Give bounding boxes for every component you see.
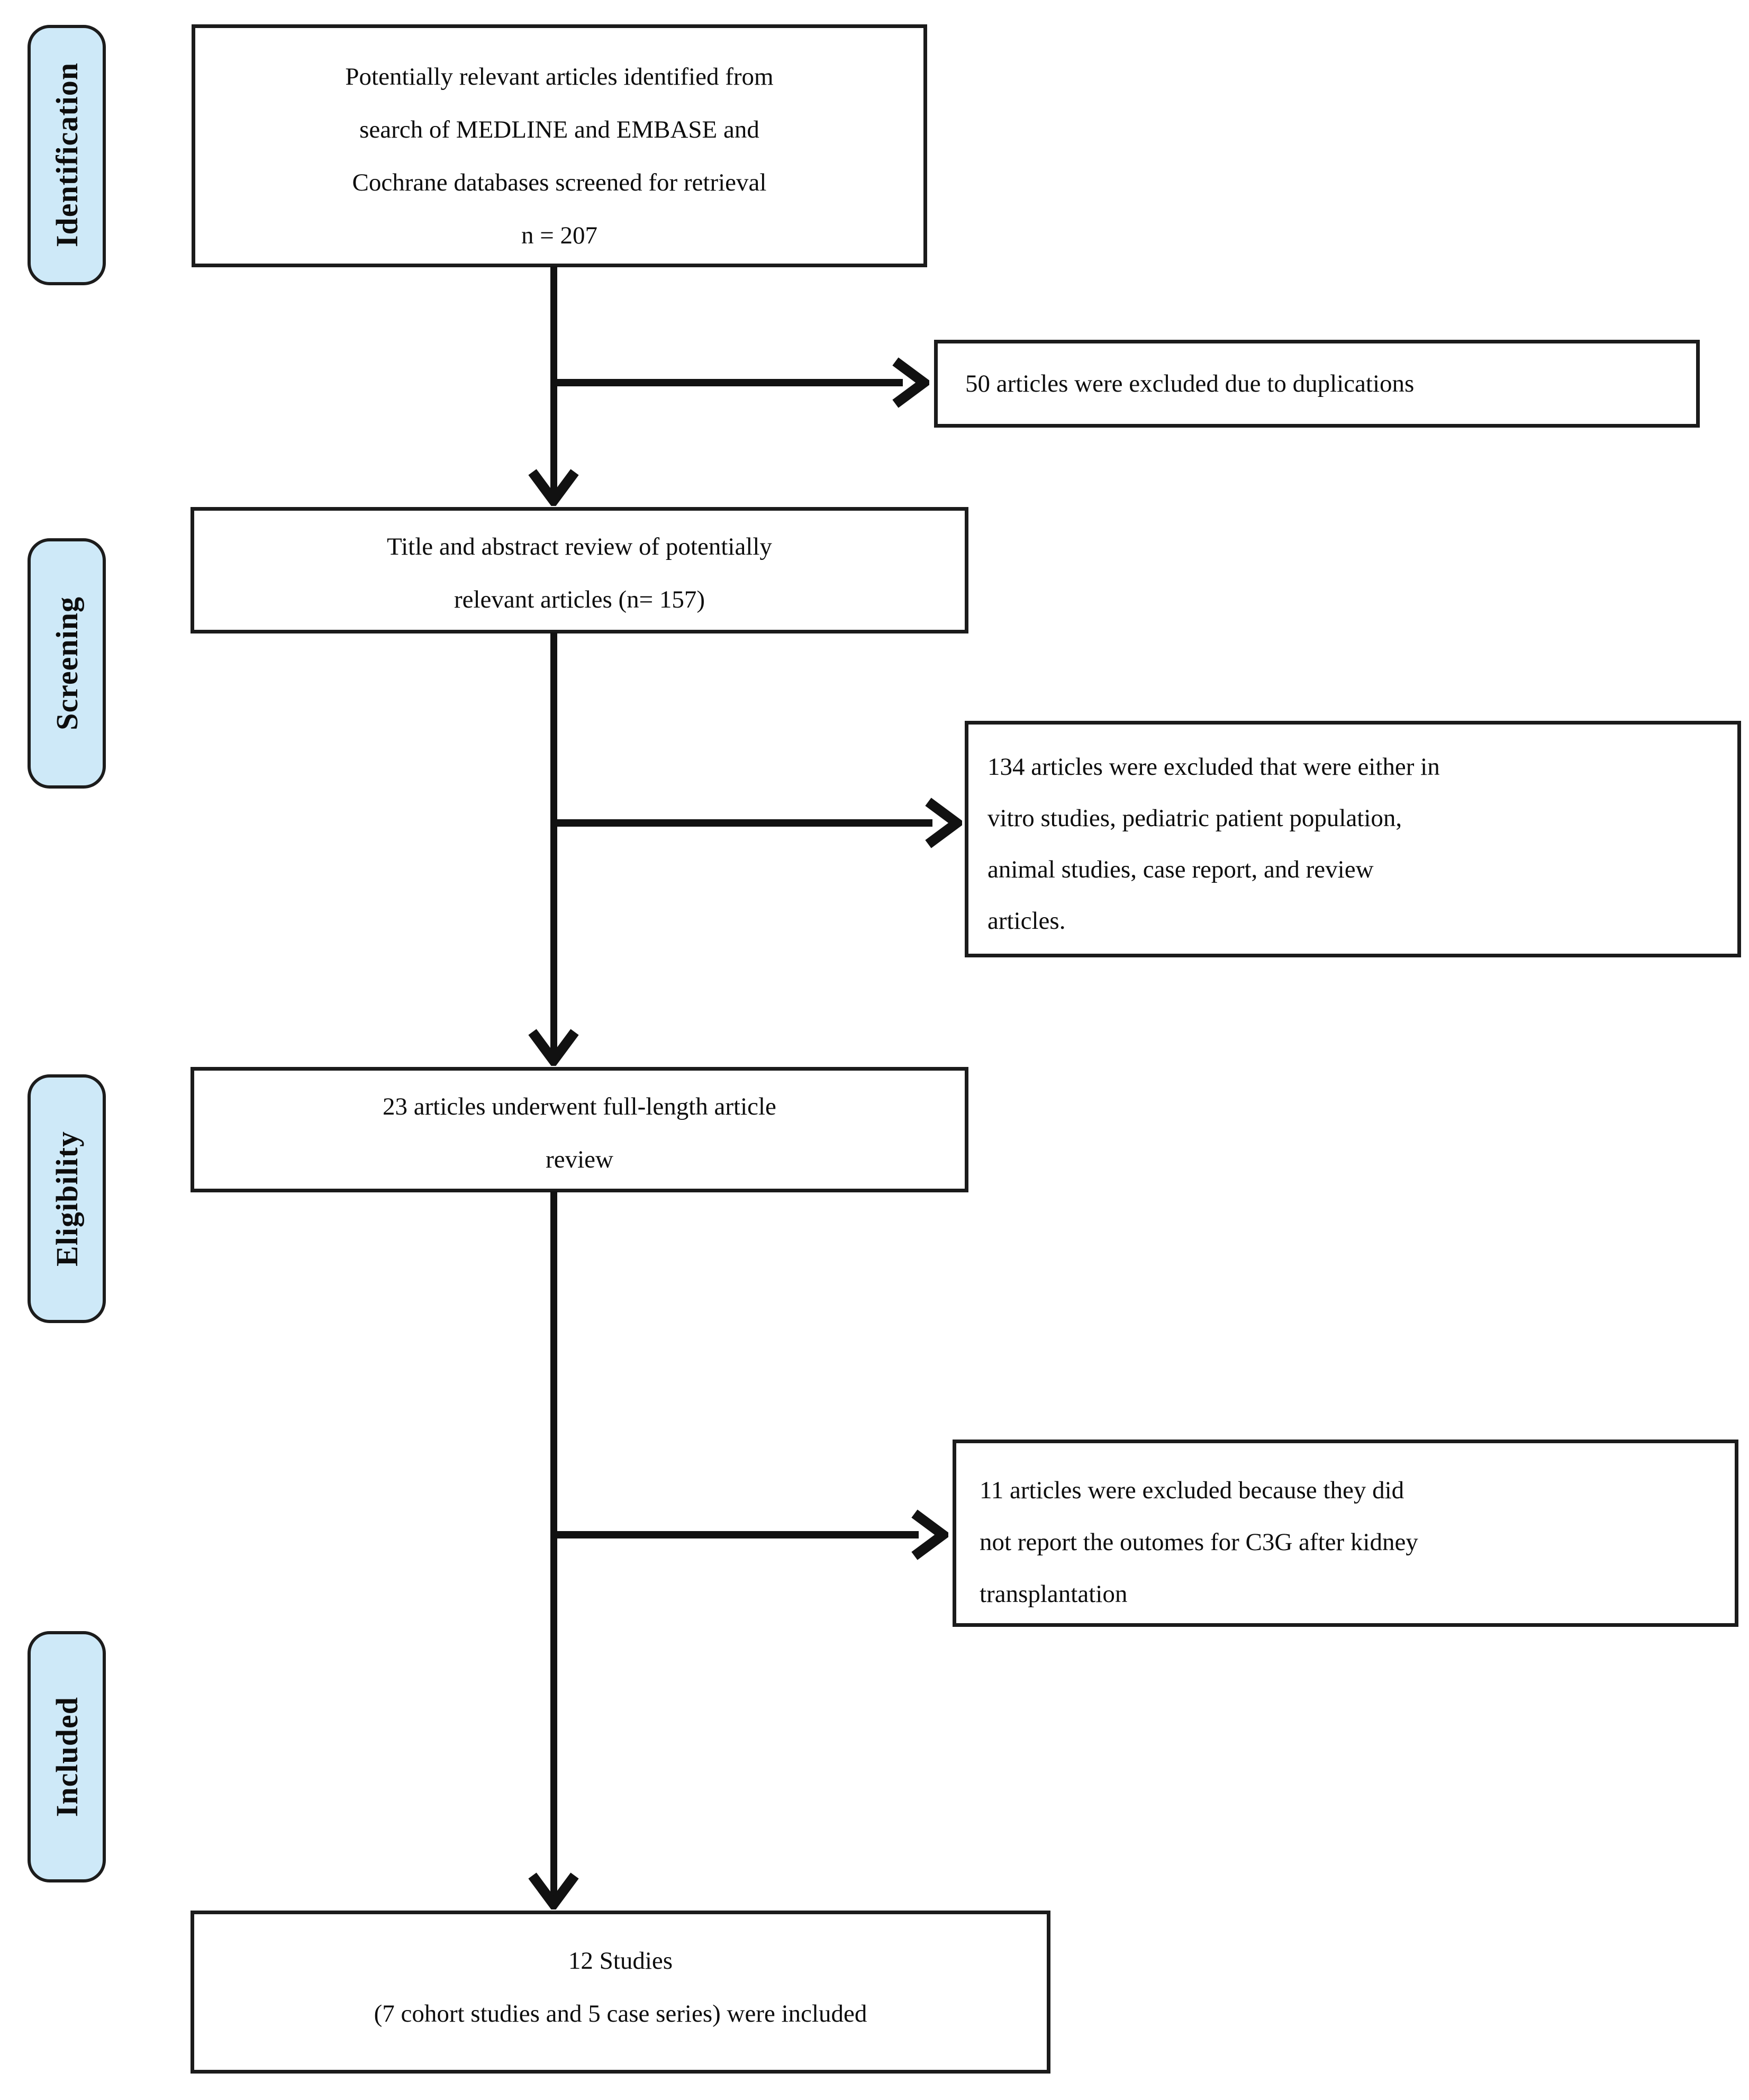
box-identified-line-3: Cochrane databases screened for retrieva… bbox=[352, 169, 767, 196]
box-included-line-1: 12 Studies bbox=[568, 1947, 673, 1975]
box-excluded-duplications-line-1: 50 articles were excluded due to duplica… bbox=[965, 370, 1415, 397]
box-excluded-screening-line-1: 134 articles were excluded that were eit… bbox=[987, 753, 1440, 781]
box-excluded-duplications: 50 articles were excluded due to duplica… bbox=[934, 340, 1700, 428]
box-excluded-full-text: 11 articles were excluded because they d… bbox=[953, 1440, 1738, 1627]
stage-included-label: Included bbox=[49, 1696, 84, 1817]
box-excluded-screening: 134 articles were excluded that were eit… bbox=[965, 721, 1741, 957]
stage-screening-label: Screening bbox=[49, 596, 84, 730]
arrow-right-icon bbox=[911, 1509, 948, 1560]
connector-screening-to-eligibility bbox=[550, 632, 557, 1060]
connector-branch-full-text-exclusions bbox=[554, 1531, 919, 1538]
box-full-length-review: 23 articles underwent full-length articl… bbox=[191, 1067, 968, 1192]
box-full-length-line-2: review bbox=[546, 1146, 613, 1173]
box-included-line-2: (7 cohort studies and 5 case series) wer… bbox=[374, 2000, 867, 2027]
stage-included: Included bbox=[28, 1631, 106, 1882]
box-identified-line-1: Potentially relevant articles identified… bbox=[345, 63, 774, 90]
box-title-abstract-review: Title and abstract review of potentially… bbox=[191, 507, 968, 633]
arrow-down-icon bbox=[528, 469, 579, 506]
arrow-right-icon bbox=[925, 798, 962, 848]
box-identified-articles: Potentially relevant articles identified… bbox=[192, 24, 927, 267]
stage-eligibility-label: Eligibility bbox=[49, 1131, 84, 1266]
box-full-length-line-1: 23 articles underwent full-length articl… bbox=[383, 1093, 776, 1120]
box-excluded-full-text-line-1: 11 articles were excluded because they d… bbox=[980, 1477, 1404, 1504]
box-identified-line-2: search of MEDLINE and EMBASE and bbox=[359, 116, 759, 143]
stage-screening: Screening bbox=[28, 538, 106, 789]
box-excluded-screening-line-3: animal studies, case report, and review bbox=[987, 856, 1374, 883]
box-title-abstract-line-2: relevant articles (n= 157) bbox=[454, 586, 705, 613]
arrow-down-icon bbox=[528, 1029, 579, 1066]
box-excluded-screening-line-2: vitro studies, pediatric patient populat… bbox=[987, 804, 1402, 832]
box-included-studies: 12 Studies (7 cohort studies and 5 case … bbox=[191, 1911, 1050, 2074]
stage-eligibility: Eligibility bbox=[28, 1074, 106, 1323]
box-excluded-full-text-line-3: transplantation bbox=[980, 1580, 1128, 1608]
arrow-right-icon bbox=[892, 357, 929, 408]
arrow-down-icon bbox=[528, 1872, 579, 1909]
connector-eligibility-to-included bbox=[550, 1191, 557, 1906]
box-excluded-screening-line-4: articles. bbox=[987, 907, 1066, 935]
box-title-abstract-line-1: Title and abstract review of potentially bbox=[387, 533, 772, 560]
connector-branch-screening-exclusions bbox=[554, 819, 932, 827]
box-identified-line-4: n = 207 bbox=[521, 222, 597, 249]
connector-branch-duplications bbox=[554, 379, 903, 386]
stage-identification-label: Identification bbox=[49, 62, 84, 248]
stage-identification: Identification bbox=[28, 25, 106, 285]
box-excluded-full-text-line-2: not report the outomes for C3G after kid… bbox=[980, 1528, 1418, 1556]
